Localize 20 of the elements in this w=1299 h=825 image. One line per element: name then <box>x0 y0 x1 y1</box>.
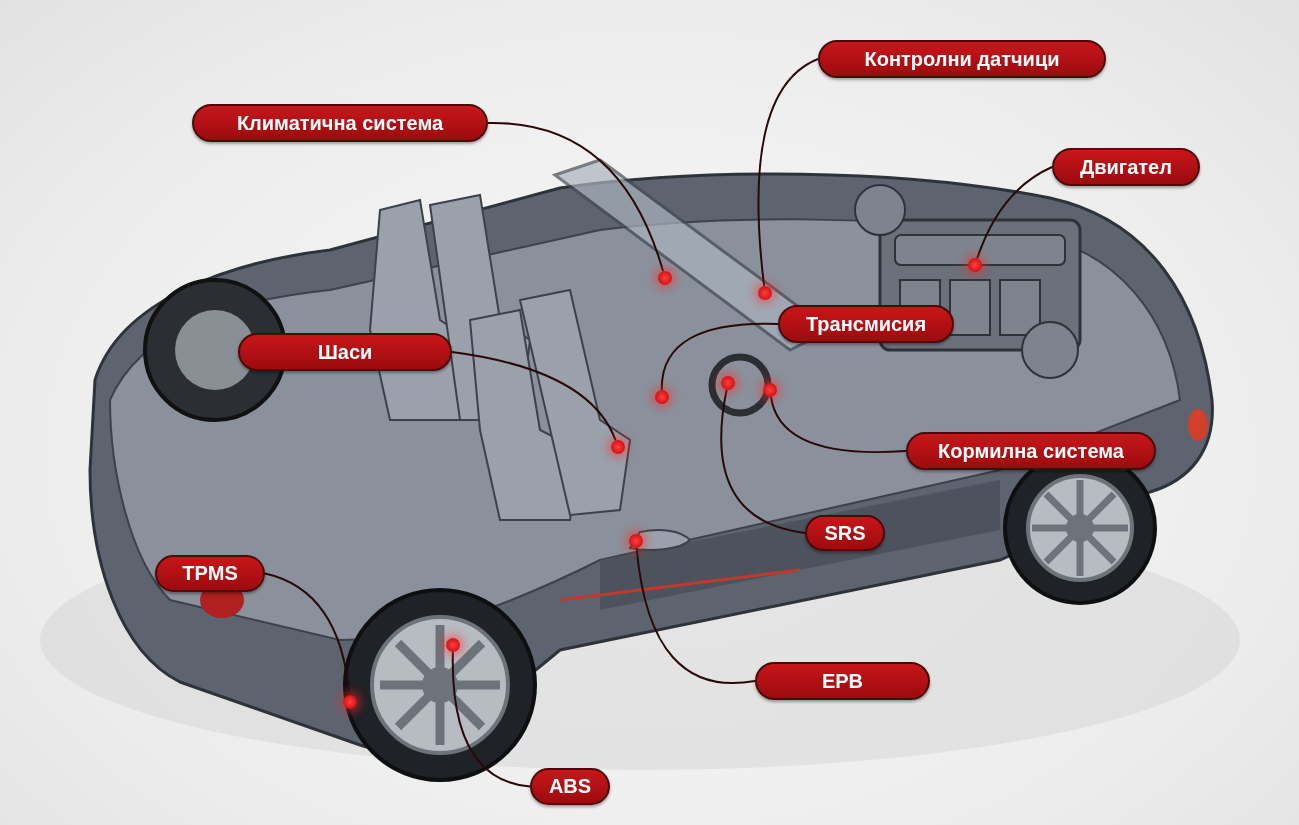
leader-line <box>451 351 617 442</box>
leader-line <box>976 166 1053 260</box>
leader-line <box>660 322 779 391</box>
label-pill: ABS <box>530 768 610 805</box>
leader-line <box>487 122 665 273</box>
label-pill: SRS <box>805 515 885 551</box>
label-pill: Двигател <box>1052 148 1200 186</box>
label-pill: TPMS <box>155 555 265 592</box>
leader-line <box>757 58 819 288</box>
label-pill: Шаси <box>238 333 452 371</box>
label-pill: Контролни датчици <box>818 40 1106 78</box>
leader-line <box>635 546 756 684</box>
label-pill: Трансмисия <box>778 305 954 343</box>
label-pill: Кормилна система <box>906 432 1156 470</box>
leader-line <box>264 572 351 697</box>
label-pill: EPB <box>755 662 930 700</box>
label-pill: Климатична система <box>192 104 488 142</box>
leader-line <box>720 388 806 534</box>
leader-line <box>770 395 907 453</box>
leader-line <box>451 651 531 788</box>
